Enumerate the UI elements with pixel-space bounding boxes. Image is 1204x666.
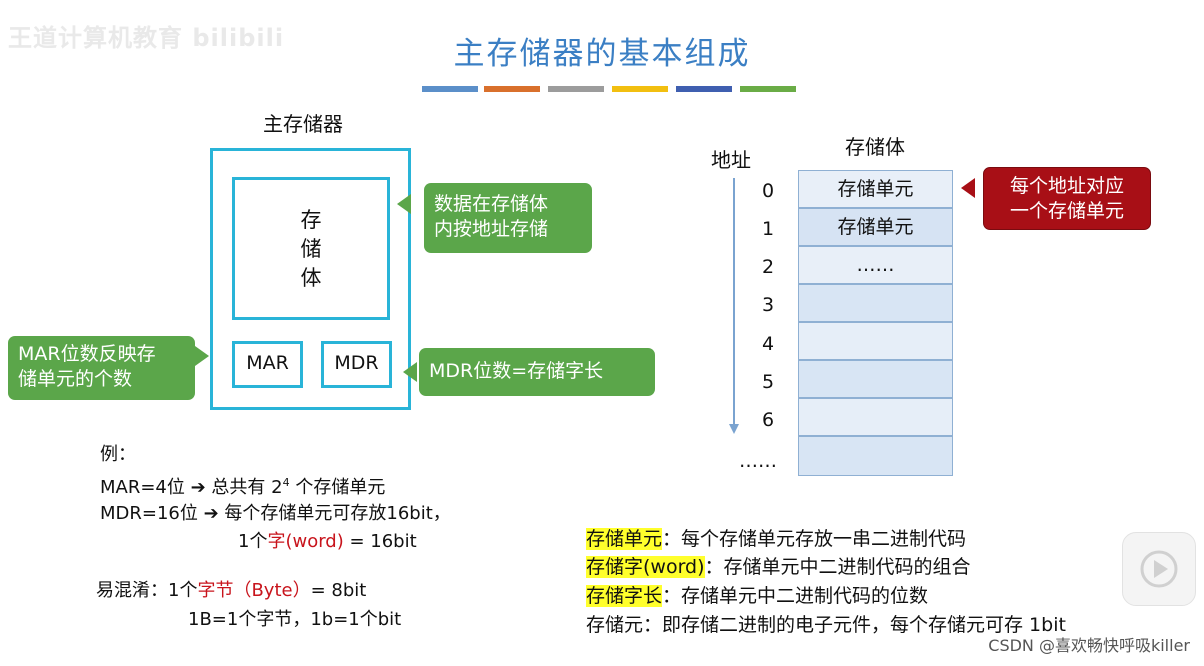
color-bar-segment	[612, 86, 668, 92]
address-label: 0	[761, 180, 775, 202]
definition-desc: ：存储单元中二进制代码的组合	[704, 556, 971, 578]
callout-pointer	[397, 194, 411, 214]
mar-label: MAR	[246, 352, 289, 374]
callout-pointer	[961, 178, 975, 198]
storage-cell: 存储单元	[798, 170, 953, 208]
example-line: 1个字(word) = 16bit	[238, 528, 417, 556]
example-text: MAR=4位 ➔ 总共有 2	[100, 477, 283, 498]
callout-text: 储单元的个数	[18, 368, 133, 390]
address-label: 2	[761, 256, 775, 278]
play-button[interactable]	[1122, 532, 1196, 606]
confuse-text: 易混淆：1个	[96, 580, 198, 601]
definition-term: 存储字长	[586, 585, 663, 607]
play-icon	[1140, 550, 1178, 588]
storage-cell	[798, 284, 953, 322]
address-label: 3	[761, 294, 775, 316]
slide-title: 主存储器的基本组成	[453, 36, 751, 72]
color-bar-segment	[676, 86, 732, 92]
example-line: MDR=16位 ➔ 每个存储单元可存放16bit，	[100, 503, 451, 524]
storage-cell	[798, 322, 953, 360]
mdr-label: MDR	[334, 352, 379, 374]
callout-text: 内按地址存储	[434, 218, 549, 240]
color-bar-segment	[740, 86, 796, 92]
definition-row: 存储元：即存储二进制的电子元件，每个存储元可存 1bit	[586, 611, 1066, 639]
definition-row: 存储字长：存储单元中二进制代码的位数	[586, 582, 928, 610]
mdr-box: MDR	[321, 341, 392, 388]
address-header: 地址	[711, 148, 751, 172]
definition-term: 存储元	[586, 614, 644, 636]
color-bar-segment	[484, 86, 540, 92]
example-text: 个存储单元	[289, 477, 386, 498]
definition-row: 存储单元：每个存储单元存放一串二进制代码	[586, 525, 966, 553]
confuse-line: 易混淆：1个字节（Byte）= 8bit	[96, 577, 366, 605]
storage-body-header: 存储体	[845, 135, 905, 159]
storage-body-char: 储	[300, 237, 322, 261]
definition-term: 存储单元	[586, 528, 663, 550]
callout-text: MDR位数=存储字长	[429, 360, 604, 382]
definition-term: 存储字(word)	[586, 556, 705, 578]
example-line: MAR=4位 ➔ 总共有 24 个存储单元	[100, 469, 385, 502]
address-arrow-icon	[729, 178, 739, 434]
color-bar-segment	[422, 86, 478, 92]
credit-text: CSDN @喜欢畅快呼吸killer	[988, 636, 1190, 655]
callout-pointer	[195, 346, 209, 366]
storage-body-char: 存	[300, 208, 322, 232]
watermark: 王道计算机教育 bilibili	[8, 24, 285, 52]
callout-pointer	[403, 362, 417, 382]
callout-text: 每个地址对应	[1009, 175, 1124, 197]
mar-box: MAR	[232, 341, 303, 388]
storage-cell: ……	[798, 246, 953, 284]
confuse-line: 1B=1个字节，1b=1个bit	[188, 609, 402, 630]
storage-cell: 存储单元	[798, 208, 953, 246]
storage-cell	[798, 398, 953, 436]
callout-storage: 数据在存储体 内按地址存储	[424, 183, 592, 253]
definition-desc: ：即存储二进制的电子元件，每个存储元可存 1bit	[643, 614, 1066, 636]
confuse-text: = 8bit	[310, 580, 367, 601]
example-sup: 4	[282, 476, 290, 489]
callout-text: 一个存储单元	[1009, 200, 1124, 222]
address-label: 4	[761, 333, 775, 355]
example-highlight: 字(word)	[267, 531, 344, 552]
color-bar-segment	[548, 86, 604, 92]
example-text: 1个	[238, 531, 268, 552]
callout-address: 每个地址对应 一个存储单元	[983, 167, 1151, 230]
confuse-highlight: 字节（Byte）	[197, 580, 311, 601]
definition-desc: ：存储单元中二进制代码的位数	[662, 585, 929, 607]
storage-cell	[798, 436, 953, 476]
definition-desc: ：每个存储单元存放一串二进制代码	[662, 528, 967, 550]
storage-body-box: 存 储 体	[232, 177, 390, 320]
address-label: ……	[739, 450, 777, 472]
storage-body-char: 体	[300, 266, 322, 290]
address-label: 1	[761, 218, 775, 240]
definition-row: 存储字(word)：存储单元中二进制代码的组合	[586, 553, 971, 581]
callout-text: MAR位数反映存	[18, 343, 156, 365]
callout-mdr: MDR位数=存储字长	[419, 348, 655, 396]
address-label: 5	[761, 371, 775, 393]
main-memory-label: 主存储器	[263, 112, 343, 136]
example-text: = 16bit	[343, 531, 417, 552]
address-label: 6	[761, 409, 775, 431]
example-label: 例：	[100, 444, 136, 465]
callout-mar: MAR位数反映存 储单元的个数	[8, 336, 195, 400]
callout-text: 数据在存储体	[434, 193, 549, 215]
storage-cell	[798, 360, 953, 398]
